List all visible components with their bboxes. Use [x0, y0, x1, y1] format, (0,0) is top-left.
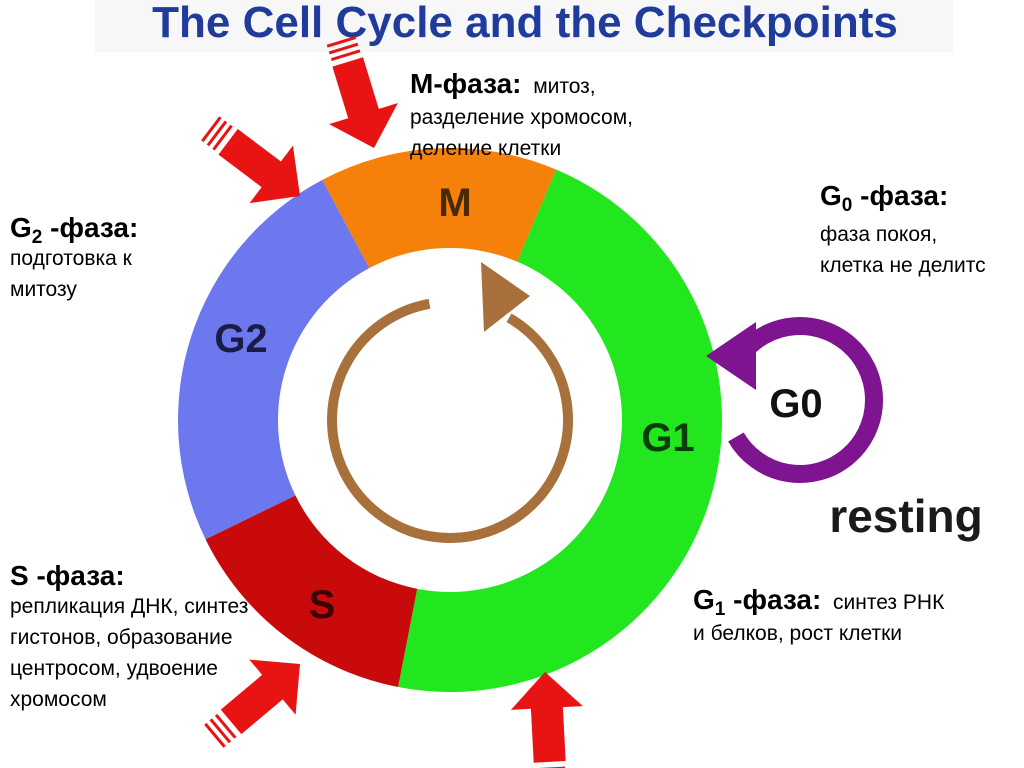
- g0-phase-heading: G0 -фаза:: [820, 180, 949, 216]
- m-phase-desc: разделение хромосом,: [410, 106, 633, 129]
- m-phase-note: M-фаза: митоз, разделение хромосом, деле…: [410, 68, 710, 164]
- ring-label-g2: G2: [214, 317, 267, 361]
- m-phase-desc: деление клетки: [410, 137, 562, 160]
- s-phase-note: S -фаза: репликация ДНК, синтез гистонов…: [10, 560, 330, 715]
- phase-segment-g2: [177, 179, 370, 540]
- cycle-arrowhead-icon: [481, 262, 530, 332]
- m-phase-desc: митоз,: [533, 75, 596, 98]
- s-phase-desc: гистонов, образование: [10, 626, 233, 649]
- title-background: [95, 0, 953, 52]
- checkpoint-arrow-icon: [510, 672, 583, 768]
- g0-arrowhead-icon: [706, 322, 756, 390]
- g1-phase-note: G1 -фаза: синтез РНК и белков, рост клет…: [693, 584, 1023, 649]
- ring-label-s: S: [309, 583, 336, 627]
- g1-phase-desc: и белков, рост клетки: [693, 622, 903, 645]
- page-title: The Cell Cycle and the Checkpoints: [152, 0, 898, 47]
- g2-phase-desc: митозу: [10, 278, 77, 301]
- checkpoint-arrow-icon: [326, 36, 398, 148]
- s-phase-desc: репликация ДНК, синтез: [10, 595, 249, 618]
- phase-segment-m: [322, 148, 557, 269]
- ring-label-g1: G1: [641, 416, 694, 460]
- checkpoint-arrow-icon: [201, 116, 300, 204]
- cycle-direction-arrow: [327, 298, 573, 543]
- g0-phase-desc: фаза покоя,: [820, 223, 938, 246]
- checkpoint-arrow-icon: [204, 659, 300, 748]
- m-phase-heading: M-фаза:: [410, 68, 522, 99]
- phase-segment-s: [205, 495, 418, 688]
- resting-label: resting: [829, 490, 982, 542]
- ring-label-g0: G0: [769, 382, 822, 426]
- g2-phase-note: G2 -фаза: подготовка к митозу: [10, 212, 210, 305]
- s-phase-heading: S -фаза:: [10, 560, 125, 591]
- phase-segment-g1: [398, 169, 722, 692]
- g1-phase-desc: синтез РНК: [827, 591, 945, 614]
- s-phase-desc: центросом, удвоение: [10, 657, 218, 680]
- g2-phase-heading: G2 -фаза:: [10, 212, 139, 248]
- ring-label-m: M: [438, 181, 471, 225]
- g0-phase-desc: клетка не делитс: [820, 254, 986, 277]
- s-phase-desc: хромосом: [10, 688, 107, 711]
- g2-phase-desc: подготовка к: [10, 247, 132, 270]
- g1-phase-heading: G1 -фаза:: [693, 584, 822, 620]
- g0-phase-note: G0 -фаза: фаза покоя, клетка не делитс: [820, 180, 1024, 281]
- g0-loop-arrow: [728, 317, 883, 483]
